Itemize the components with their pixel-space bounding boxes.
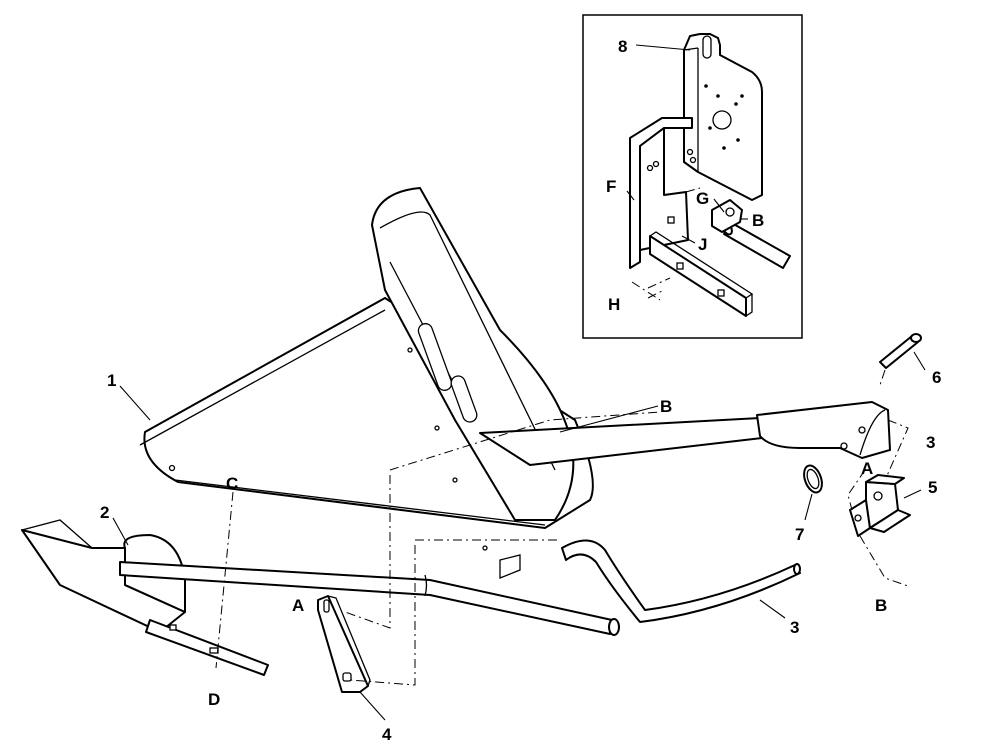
label-part-4: 4: [382, 725, 392, 744]
label-part-3-bracket: 3: [926, 433, 935, 452]
inset-part-8-plate: [683, 33, 763, 201]
label-ref-B-lower: B: [875, 596, 887, 615]
rear-tube: [479, 401, 891, 466]
label-ref-G: G: [696, 189, 709, 208]
label-part-2: 2: [100, 503, 109, 522]
label-ref-C: C: [226, 474, 238, 493]
label-ref-B-tube: B: [660, 397, 672, 416]
label-part-3-hose: 3: [790, 618, 799, 637]
leader-lines: [112, 44, 926, 721]
label-part-5: 5: [928, 478, 937, 497]
label-part-1: 1: [107, 371, 116, 390]
part-3-hose: [561, 539, 801, 623]
part-5-u-bracket: [849, 474, 911, 537]
part-4-bracket: [317, 595, 371, 693]
label-ref-A-bracket5: A: [861, 459, 873, 478]
shovel-tube: [119, 561, 620, 636]
label-ref-B-inset: B: [752, 211, 764, 230]
part-7-ring: [803, 464, 823, 494]
label-ref-D: D: [208, 690, 220, 709]
inset-part-J-strap: [649, 231, 754, 317]
part-7-ring-inner: [806, 468, 820, 490]
label-part-6: 6: [932, 368, 941, 387]
inset-part-G-eyelet: [711, 199, 743, 233]
part-6-pin: [879, 333, 922, 369]
part-2-shovel: [21, 519, 269, 676]
label-ref-J: J: [698, 235, 707, 254]
callout-labels: 1 2 3 3 4 5 6 7 8 A A B B B C D F G H J: [100, 37, 941, 744]
label-ref-F: F: [606, 177, 616, 196]
label-ref-A-bracket4: A: [292, 596, 304, 615]
label-part-8: 8: [618, 37, 627, 56]
label-ref-H: H: [608, 295, 620, 314]
label-part-7: 7: [795, 525, 804, 544]
